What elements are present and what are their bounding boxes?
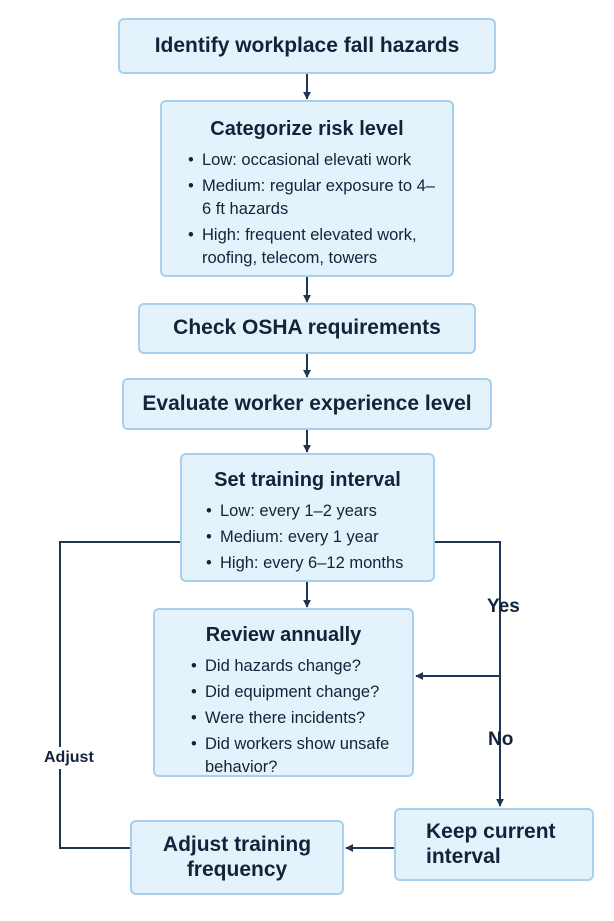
edge-label-yes: Yes [487,596,520,617]
node-categorize-risk-title: Categorize risk level [210,118,404,140]
node-keep-current-interval-label: Keep current interval [426,820,556,868]
node-identify-hazards: Identify workplace fall hazards [118,18,496,74]
list-item: Medium: every 1 year [204,526,433,549]
edge-label-no: No [488,729,514,750]
connector-adjust-loop [59,541,180,849]
node-review-annually: Review annually Did hazards change? Did … [153,608,414,777]
list-item: Did workers show unsafe behavior? [189,733,402,779]
list-item: Did equipment change? [189,681,402,704]
review-annually-list: Did hazards change? Did equipment change… [189,655,402,779]
node-check-osha: Check OSHA requirements [138,303,476,354]
node-set-training-interval-title: Set training interval [214,469,401,491]
node-identify-hazards-label: Identify workplace fall hazards [154,33,460,57]
categorize-risk-list: Low: occasional elevati work Medium: reg… [186,149,438,270]
list-item: Low: every 1–2 years [204,500,433,523]
node-review-annually-title: Review annually [205,624,362,646]
node-evaluate-experience-label: Evaluate worker experience level [142,391,472,415]
node-evaluate-experience: Evaluate worker experience level [122,378,492,430]
list-item: Low: occasional elevati work [186,149,438,172]
list-item: High: frequent elevated work, roofing, t… [186,224,438,270]
node-categorize-risk: Categorize risk level Low: occasional el… [160,100,454,277]
connector-interval-to-decision [435,541,501,676]
node-adjust-training-frequency-label: Adjust training frequency [162,833,312,881]
list-item: Did hazards change? [189,655,402,678]
list-item: Medium: regular exposure to 4–6 ft hazar… [186,175,438,221]
list-item: High: every 6–12 months [204,552,433,575]
node-keep-current-interval: Keep current interval [394,808,594,881]
list-item: Were there incidents? [189,707,402,730]
node-check-osha-label: Check OSHA requirements [173,316,441,340]
node-adjust-training-frequency: Adjust training frequency [130,820,344,895]
node-set-training-interval: Set training interval Low: every 1–2 yea… [180,453,435,582]
training-interval-list: Low: every 1–2 years Medium: every 1 yea… [204,500,433,575]
edge-label-adjust: Adjust [44,747,94,769]
